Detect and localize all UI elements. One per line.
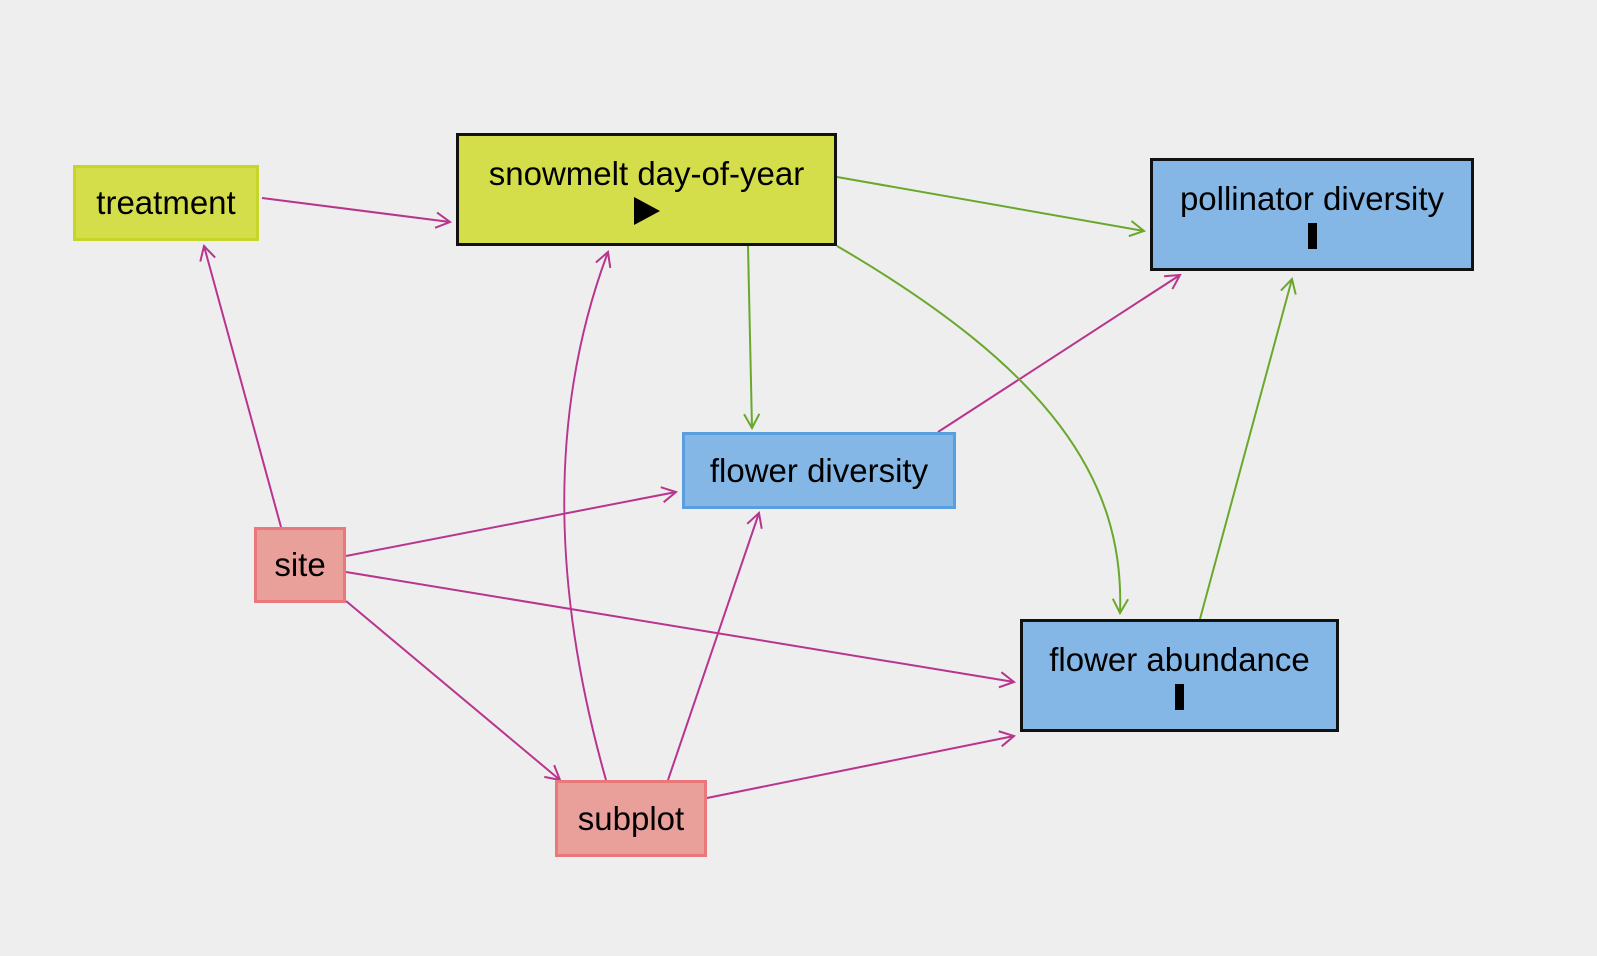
node-label: snowmelt day-of-year (488, 154, 805, 192)
edge-site-to-treatment-arrowhead (199, 243, 216, 262)
edge-site-to-subplot[interactable] (345, 600, 561, 781)
edge-flowerabd-to-pollinator-arrowhead (1280, 276, 1297, 295)
edge-subplot-to-snowmelt-arrowhead (595, 250, 612, 268)
edge-snowmelt-to-pollinator[interactable] (836, 176, 1145, 232)
node-flower-abundance[interactable]: flower abundance (1020, 619, 1339, 732)
edge-snowmelt-to-pollinator-arrowhead (1128, 220, 1147, 238)
node-label: subplot (577, 799, 685, 837)
edge-subplot-to-flowerdiv-arrowhead (746, 511, 763, 529)
edge-treatment-to-snowmelt[interactable] (261, 197, 451, 223)
node-pollinator-diversity[interactable]: pollinator diversity (1150, 158, 1474, 271)
edge-subplot-to-flowerabd-arrowhead (998, 730, 1017, 748)
edge-subplot-to-flowerabd[interactable] (706, 735, 1015, 799)
node-label: treatment (96, 184, 236, 222)
node-label: pollinator diversity (1179, 179, 1445, 217)
edge-site-to-flowerdiv[interactable] (345, 491, 677, 557)
edge-subplot-to-snowmelt[interactable] (563, 251, 609, 781)
edge-snowmelt-to-flowerdiv[interactable] (747, 245, 753, 429)
edge-treatment-to-snowmelt-arrowhead (434, 211, 453, 229)
edge-flowerabd-to-pollinator[interactable] (1199, 278, 1293, 620)
edge-site-to-treatment[interactable] (203, 245, 282, 528)
edge-snowmelt-to-flowerdiv-arrowhead (743, 413, 761, 431)
edge-flowerdiv-to-pollinator-arrowhead (1163, 273, 1182, 290)
node-treatment[interactable]: treatment (73, 165, 259, 241)
node-label: flower diversity (709, 451, 929, 489)
edge-snowmelt-to-flowerabd[interactable] (836, 245, 1122, 614)
edge-site-to-flowerabd[interactable] (345, 571, 1015, 683)
bar-icon (1307, 222, 1317, 250)
node-flower-diversity[interactable]: flower diversity (682, 432, 956, 509)
edge-site-to-flowerdiv-arrowhead (660, 486, 679, 503)
play-icon (633, 197, 660, 226)
node-subplot[interactable]: subplot (555, 780, 707, 857)
node-snowmelt-day-of-year[interactable]: snowmelt day-of-year (456, 133, 837, 246)
node-site[interactable]: site (254, 527, 346, 603)
bar-icon (1175, 683, 1184, 711)
edge-site-to-flowerabd-arrowhead (998, 671, 1017, 689)
edge-subplot-to-flowerdiv[interactable] (667, 512, 760, 781)
node-label: flower abundance (1049, 640, 1310, 678)
edge-snowmelt-to-flowerabd-arrowhead (1111, 598, 1129, 616)
edge-flowerdiv-to-pollinator[interactable] (937, 274, 1181, 433)
node-label: site (274, 546, 326, 584)
